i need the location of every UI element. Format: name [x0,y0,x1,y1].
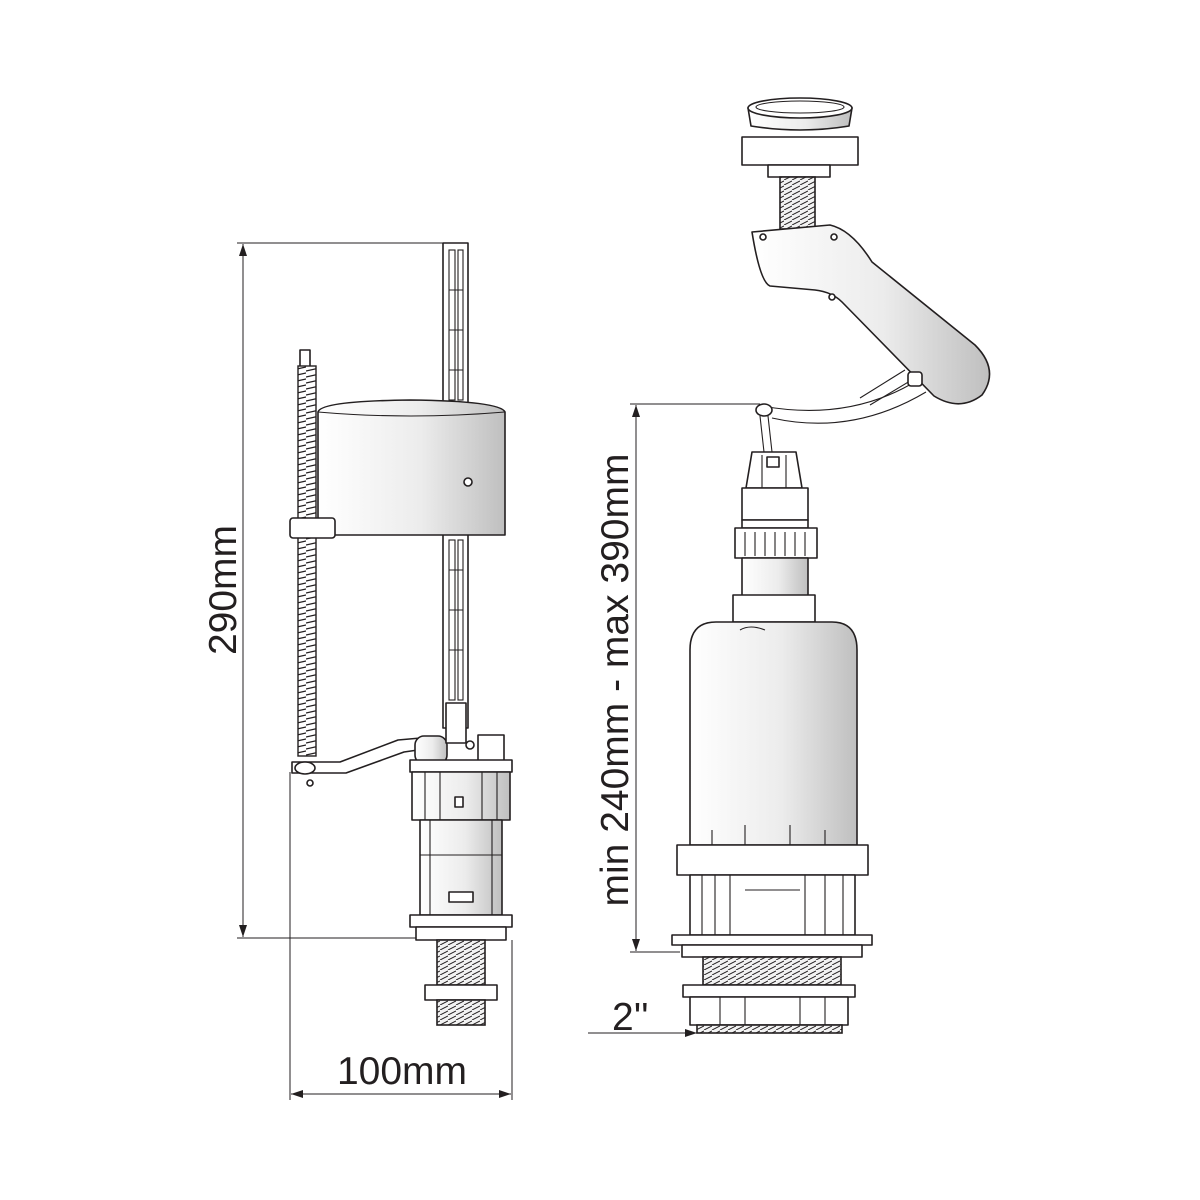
flush-valve [671,97,991,1034]
adjust-ring-teeth [744,532,806,556]
dimension-height-right: min 240mm - max 390mm [594,403,760,953]
cable-lower [771,391,927,424]
valve-flange [409,914,513,928]
fill-valve [289,242,513,1026]
button-stem-thread [779,176,816,230]
valve-body-notches [711,825,826,845]
label-100mm: 100mm [337,1050,467,1093]
valve-body-mark [739,626,766,631]
valve-top-cap-lines [761,455,787,488]
button-bracket [751,224,991,405]
valve-cage-bars [701,875,844,935]
valve-adjust-ring [734,527,818,559]
connector-screw [465,740,475,750]
lever-pin [306,779,314,787]
float-cup [289,399,506,539]
valve-connector [477,734,505,763]
valve-base-flange [671,934,873,946]
valve-head-ribs [424,772,498,820]
label-min-max: min 240mm - max 390mm [594,454,637,907]
valve-head-tab [454,796,464,808]
valve-shoulder [732,594,816,623]
float-screw [463,477,473,487]
float-cup-body [317,399,506,536]
dimension-outlet: 2'' [588,996,697,1039]
valve-nut-top [682,984,856,998]
valve-nut [689,996,849,1026]
bracket-hole-3 [828,293,836,301]
valve-base-seal [681,944,863,958]
riser-slot-right [457,249,464,401]
dimension-height-left: 290mm [202,242,466,939]
dimension-width-left: 100mm [289,772,513,1100]
cable-loop [755,403,773,417]
valve-body-lines [420,820,502,915]
valve-body [689,621,858,846]
shank-thread-lower [436,999,486,1026]
riser-slot-right-lower [457,539,464,701]
cable-link [759,415,773,453]
valve-washer [415,926,507,941]
cable-hook [859,369,916,406]
riser-slot-left [448,249,456,401]
float-clip [289,517,336,539]
button-top [747,97,853,119]
riser-slot-left-lower [448,539,456,701]
riser-ribs-bottom [449,569,463,651]
valve-outlet-thread [702,956,842,986]
push-button [741,97,859,230]
float-cup-rim [317,411,506,417]
label-290mm: 290mm [202,525,245,655]
valve-body-slot [448,891,474,903]
rod-cap [299,349,311,369]
bracket-hole-1 [759,233,767,241]
valve-top-cap-window [766,456,780,468]
backnut [424,984,498,1001]
bracket-hole-2 [830,233,838,241]
cable-lever [755,369,927,453]
valve-collar-lip [741,519,809,529]
valve-collar [741,487,809,521]
riser-foot [445,702,467,744]
valve-flange [676,844,869,876]
valve-neck [741,557,809,597]
button-top-inner [755,100,845,114]
button-base [767,164,831,178]
shank-thread-upper [436,939,486,986]
rod-spring [297,365,317,757]
bracket-arm [751,224,991,405]
cable-upper [761,379,919,411]
valve-outlet-thread-bottom [696,1024,843,1034]
adjustment-rod [297,349,317,757]
label-outlet-size: 2'' [612,996,649,1039]
riser-ribs-top [449,289,463,371]
valve-head-ring [409,759,513,773]
valve-head [411,771,511,821]
button-ring [741,136,859,166]
valve-nut-ribs [719,997,826,1025]
cable-clip [907,371,923,387]
valve-cage [689,874,856,936]
lever-pivot [294,761,316,775]
